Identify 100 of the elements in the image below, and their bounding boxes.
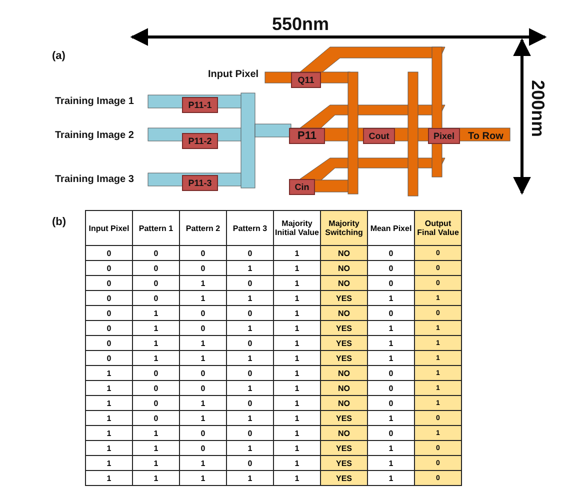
table-cell: 1 [180, 456, 226, 470]
optical-switch-block: Q11 [291, 72, 321, 88]
table-cell: 1 [226, 320, 274, 336]
table-cell: 1 [86, 410, 132, 426]
table-cell: 0 [226, 396, 274, 410]
port-label: Training Image 3 [55, 174, 134, 185]
table-cell: 1 [132, 336, 180, 350]
table-cell: NO [320, 246, 368, 260]
table-cell: 0 [86, 246, 132, 260]
table-cell: 0 [180, 440, 226, 456]
table-cell: 0 [132, 366, 180, 380]
table-cell: 1 [226, 410, 274, 426]
table-cell: 1 [180, 470, 226, 486]
table-cell: 0 [226, 336, 274, 350]
dimension-label: 550nm [272, 14, 330, 35]
table-cell: 1 [180, 350, 226, 366]
table-cell: 0 [132, 410, 180, 426]
table-cell: YES [320, 320, 368, 336]
table-cell: 0 [86, 336, 132, 350]
table-cell: 1 [86, 366, 132, 380]
table-cell: 1 [226, 260, 274, 276]
table-cell: 0 [180, 260, 226, 276]
table-cell: YES [320, 290, 368, 306]
table-cell: 1 [86, 396, 132, 410]
table-cell: 0 [132, 246, 180, 260]
optical-switch-block: P11-1 [182, 97, 218, 113]
column-header: Pattern 2 [180, 210, 226, 246]
table-cell: 1 [132, 426, 180, 440]
table-cell: 0 [226, 246, 274, 260]
table-cell: 1 [86, 426, 132, 440]
table-cell: YES [320, 456, 368, 470]
table-cell: 0 [132, 380, 180, 396]
optical-switch-block: Pixel [428, 128, 460, 144]
table-cell: 1 [132, 306, 180, 320]
table-cell: 0 [180, 366, 226, 380]
table-cell: 0 [86, 290, 132, 306]
optical-switch-block: Cin [289, 179, 315, 195]
table-cell: 1 [86, 380, 132, 396]
table-cell: 0 [226, 306, 274, 320]
table-cell: 0 [86, 320, 132, 336]
table-cell: 1 [180, 396, 226, 410]
table-cell: 0 [132, 276, 180, 290]
table-cell: YES [320, 470, 368, 486]
table-cell: 0 [132, 290, 180, 306]
table-cell: 1 [180, 290, 226, 306]
table-cell: 1 [132, 350, 180, 366]
port-label: Training Image 1 [55, 96, 134, 107]
table-cell: 0 [226, 426, 274, 440]
table-cell: 1 [226, 290, 274, 306]
port-label: Training Image 2 [55, 130, 134, 141]
column-header: Pattern 3 [226, 210, 274, 246]
table-cell: YES [320, 350, 368, 366]
table-cell: 1 [132, 320, 180, 336]
port-label: Input Pixel [208, 69, 259, 80]
table-cell: 0 [132, 396, 180, 410]
table-cell: 1 [132, 456, 180, 470]
table-cell: NO [320, 426, 368, 440]
table-cell: NO [320, 366, 368, 380]
table-cell: 0 [180, 320, 226, 336]
table-cell: 0 [86, 350, 132, 366]
optical-switch-block: P11-3 [182, 175, 218, 191]
column-header: Pattern 1 [132, 210, 180, 246]
table-cell: 1 [226, 380, 274, 396]
column-header: Input Pixel [86, 210, 132, 246]
table-cell: 0 [86, 276, 132, 290]
table-cell: NO [320, 276, 368, 290]
table-cell: 0 [180, 426, 226, 440]
table-cell: 1 [180, 276, 226, 290]
table-cell: YES [320, 440, 368, 456]
table-cell: NO [320, 260, 368, 276]
table-cell: NO [320, 396, 368, 410]
table-cell: 1 [86, 440, 132, 456]
column-header: Output Final Value [414, 210, 462, 246]
table-cell: 1 [226, 350, 274, 366]
table-cell: 0 [86, 306, 132, 320]
table-cell: 0 [226, 276, 274, 290]
panel-label: (a) [52, 50, 66, 62]
panel-label: (b) [52, 216, 66, 228]
table-cell: 1 [132, 470, 180, 486]
table-cell: NO [320, 380, 368, 396]
table-cell: 0 [180, 246, 226, 260]
table-cell: 1 [180, 336, 226, 350]
table-cell: 1 [226, 440, 274, 456]
table-cell: NO [320, 306, 368, 320]
table-cell: 0 [180, 380, 226, 396]
table-cell: YES [320, 410, 368, 426]
optical-switch-block: P11 [289, 128, 325, 144]
table-cell: 1 [226, 470, 274, 486]
table-cell: 0 [132, 260, 180, 276]
optical-switch-block: P11-2 [182, 133, 218, 149]
optical-switch-block: Cout [363, 128, 395, 144]
table-cell: 0 [226, 456, 274, 470]
table-cell: YES [320, 336, 368, 350]
table-cell: 0 [226, 366, 274, 380]
table-cell: 0 [86, 260, 132, 276]
table-cell: 1 [180, 410, 226, 426]
table-cell: 1 [132, 440, 180, 456]
table-cell: 1 [86, 470, 132, 486]
port-label: To Row [468, 131, 504, 142]
table-cell: 0 [180, 306, 226, 320]
